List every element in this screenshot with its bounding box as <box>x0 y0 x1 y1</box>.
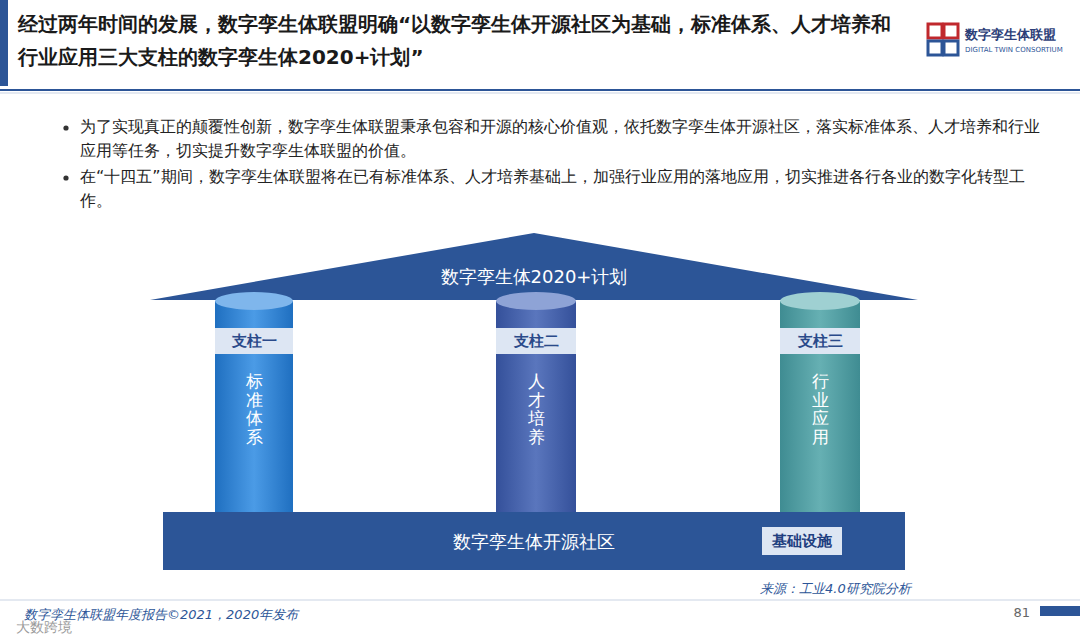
label-box: 大数跨境 <box>16 618 136 636</box>
label-box: 在“十四五”期间，数字孪生体联盟将在已有标准体系、人才培养基础上，加强行业应用的… <box>80 165 1040 213</box>
roof-label: 数字孪生体2020+计划 <box>150 265 918 289</box>
pillar-heading: 支柱二 <box>496 332 576 350</box>
slide-title: 经过两年时间的发展，数字孪生体联盟明确“以数字孪生体开源社区为基础，标准体系、人… <box>18 8 898 74</box>
pillar-body <box>496 301 576 515</box>
watermark: 大数跨境 <box>16 618 136 636</box>
logo-subtitle: DIGITAL TWIN CONSORTIUM <box>965 46 1075 55</box>
pillar-body <box>215 301 293 515</box>
header-rule <box>0 89 1080 91</box>
bullet-dot <box>63 125 68 130</box>
page-number: 81 <box>1000 604 1030 621</box>
logo-square <box>944 24 958 38</box>
logo-text: 数字孪生体联盟 <box>965 26 1075 43</box>
pillar-body <box>780 301 860 515</box>
footer-text: 数字孪生体联盟年度报告©2021，2020年发布 <box>24 606 444 623</box>
label-box: 数字孪生体联盟年度报告©2021，2020年发布 <box>24 606 444 623</box>
roof-triangle <box>150 233 918 300</box>
footer-rule <box>0 600 1080 601</box>
title-accent <box>0 0 8 86</box>
tag-label: 基础设施 <box>772 532 832 551</box>
pillar-node: 支柱二人才培养 <box>496 292 576 524</box>
pillar-heading: 支柱三 <box>780 332 860 350</box>
bullet-dot <box>63 175 68 180</box>
pillar-node: 支柱三行业应用 <box>780 292 860 524</box>
tag-node: 基础设施 <box>762 527 842 555</box>
logo-square <box>944 41 958 55</box>
bullet-text: 在“十四五”期间，数字孪生体联盟将在已有标准体系、人才培养基础上，加强行业应用的… <box>80 165 1040 213</box>
label-box: 81 <box>1000 604 1030 621</box>
pillar-node: 支柱一标准体系 <box>215 292 293 524</box>
header-rule-light <box>0 93 1080 94</box>
label-box: DIGITAL TWIN CONSORTIUM <box>965 46 1075 55</box>
logo-square <box>928 24 942 38</box>
label-box: 来源：工业4.0研究院分析 <box>760 580 1020 597</box>
label-box: 为了实现真正的颠覆性创新，数字孪生体联盟秉承包容和开源的核心价值观，依托数字孪生… <box>80 115 1040 163</box>
title-box: 经过两年时间的发展，数字孪生体联盟明确“以数字孪生体开源社区为基础，标准体系、人… <box>18 8 898 74</box>
page-tab <box>1040 606 1080 616</box>
pillar-top <box>780 292 860 310</box>
pillar-heading: 支柱一 <box>215 332 293 350</box>
logo-icon <box>928 24 958 55</box>
source-note: 来源：工业4.0研究院分析 <box>760 580 1020 597</box>
pillar-label: 人才培养 <box>528 372 545 447</box>
base-node: 数字孪生体开源社区基础设施 <box>163 512 905 570</box>
pillar-label: 行业应用 <box>812 372 829 447</box>
pillar-label: 标准体系 <box>246 372 263 447</box>
pillar-top <box>496 292 576 310</box>
logo-square <box>928 41 942 55</box>
roof-node: 数字孪生体2020+计划 <box>150 233 918 300</box>
pillar-top <box>215 292 293 310</box>
label-box: 数字孪生体联盟 <box>965 26 1075 43</box>
bullet-text: 为了实现真正的颠覆性创新，数字孪生体联盟秉承包容和开源的核心价值观，依托数字孪生… <box>80 115 1040 163</box>
